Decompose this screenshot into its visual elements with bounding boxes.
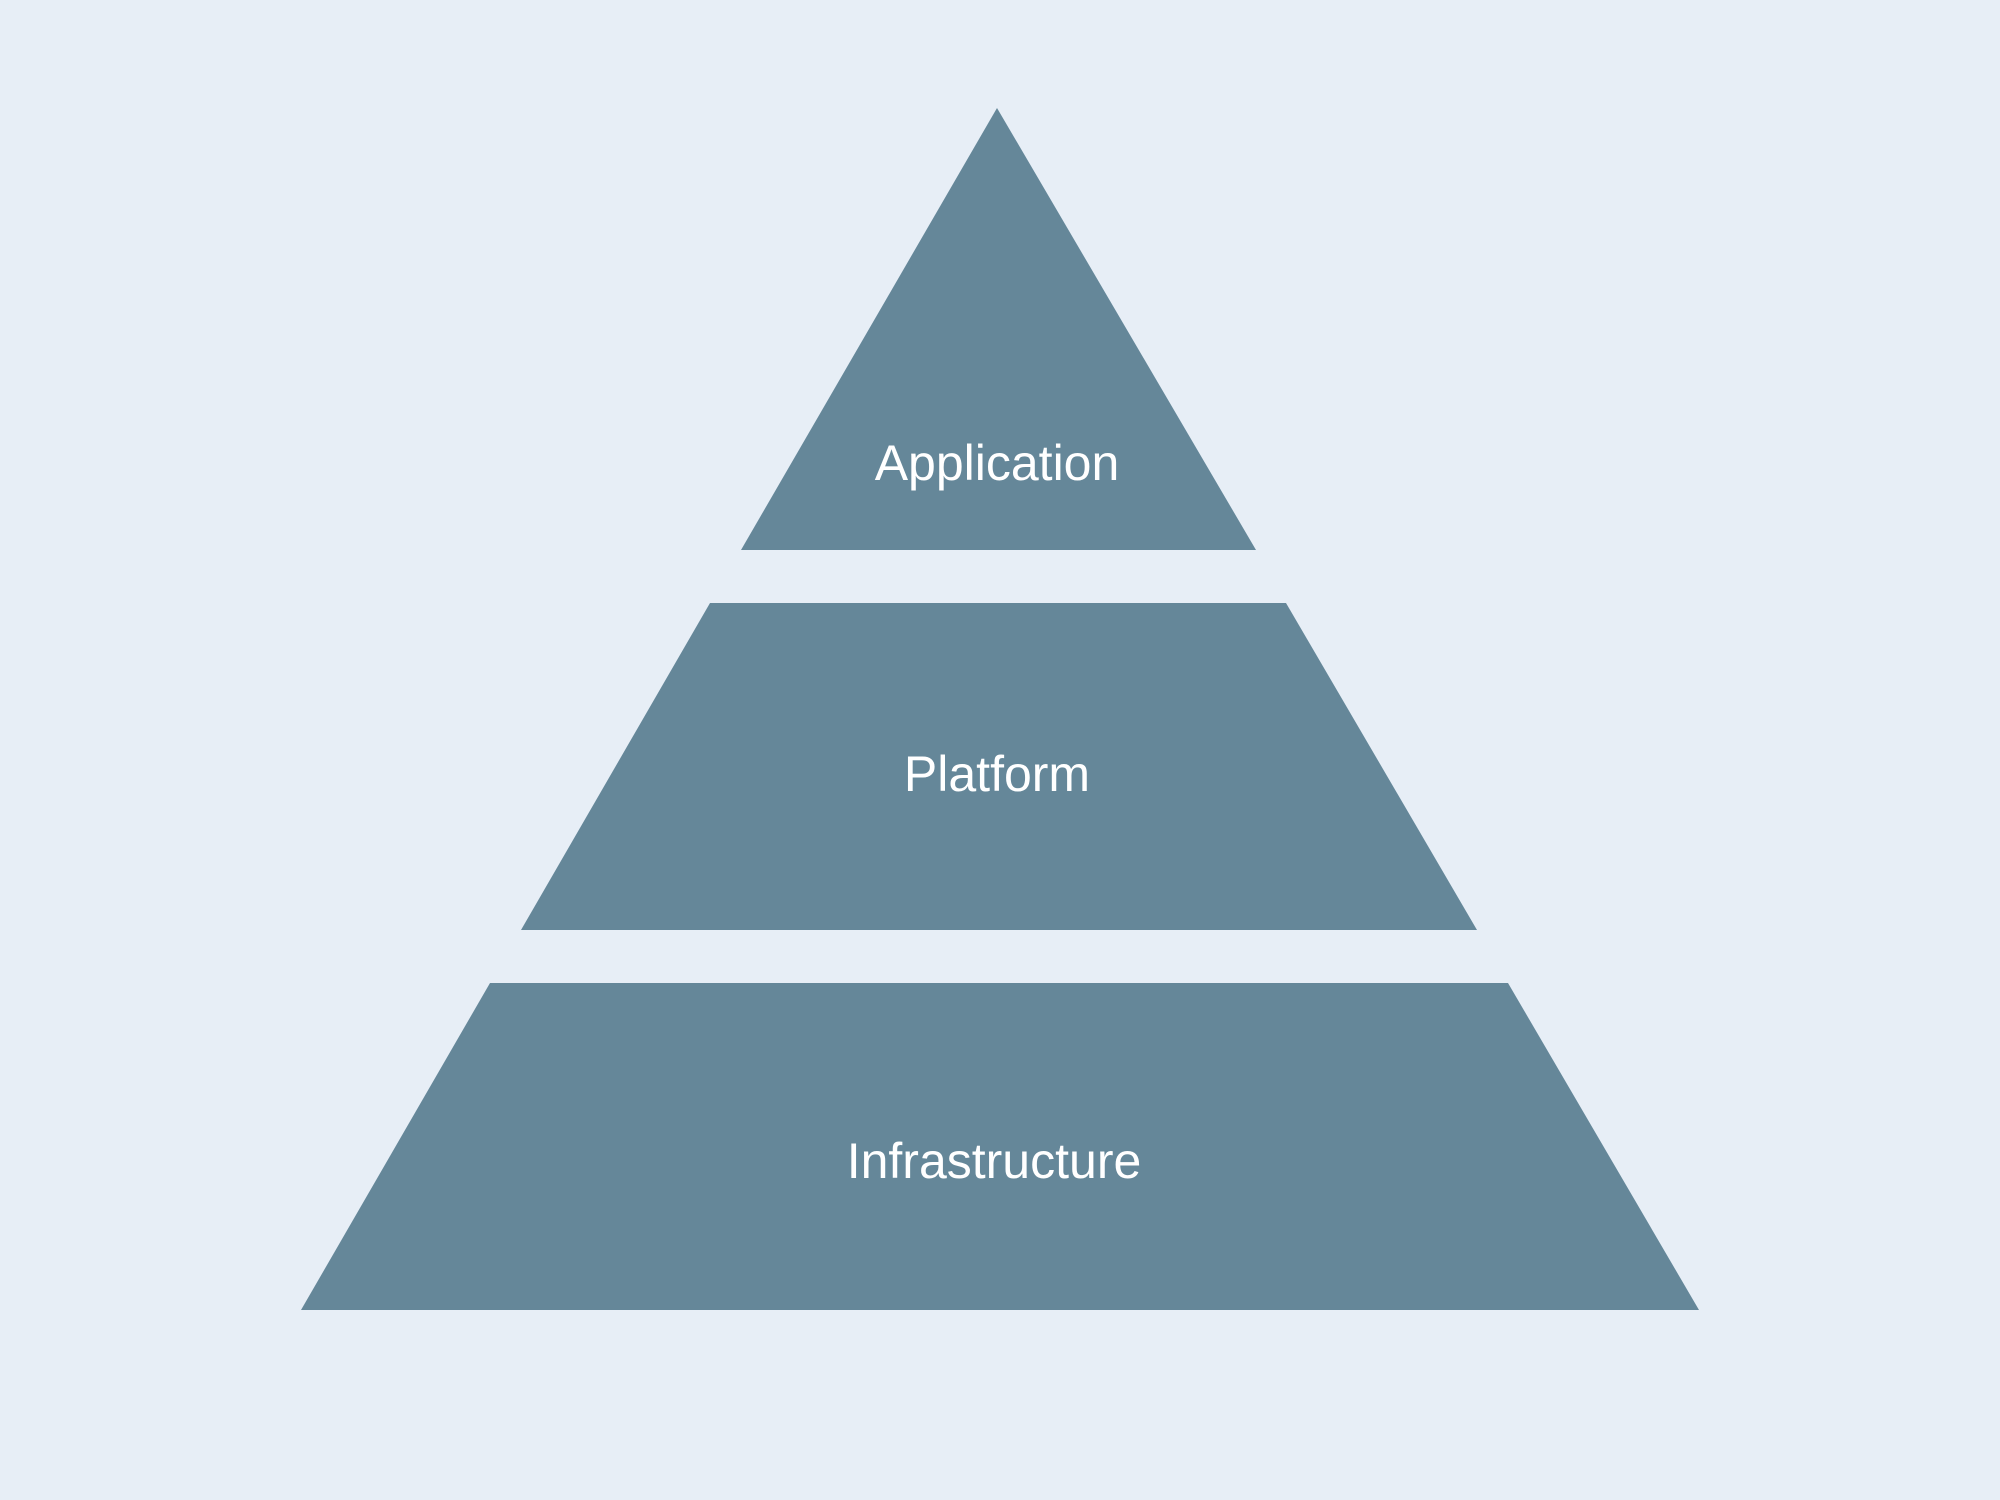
tier-middle: Platform: [521, 603, 1477, 930]
tier-top-label: Application: [875, 435, 1120, 491]
tier-top-shape: [741, 108, 1256, 550]
tier-middle-shape: [521, 603, 1477, 930]
tier-top: Application: [741, 108, 1256, 550]
tier-bottom: Infrastructure: [301, 983, 1699, 1310]
tier-middle-label: Platform: [904, 746, 1090, 802]
tier-bottom-shape: [301, 983, 1699, 1310]
tier-bottom-label: Infrastructure: [847, 1133, 1142, 1189]
